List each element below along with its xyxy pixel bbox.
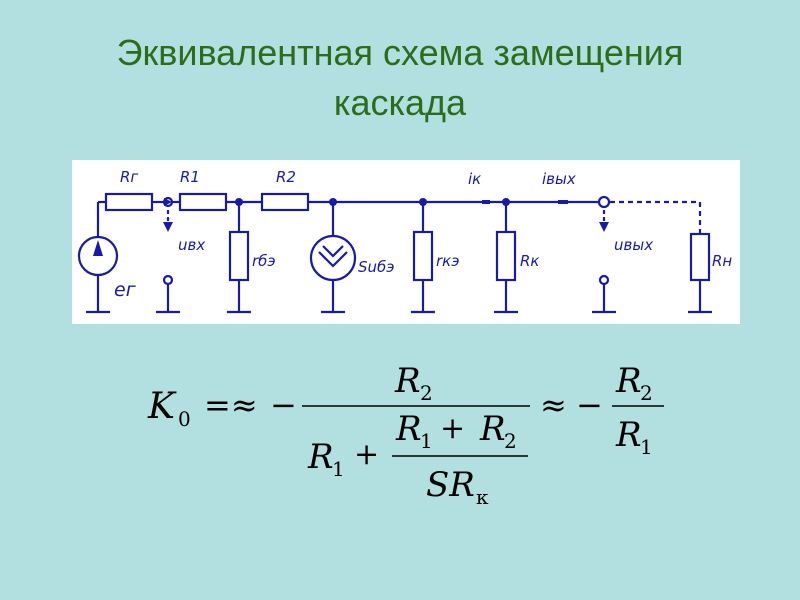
resistor-rbe bbox=[228, 230, 250, 282]
formula-den-r1: R bbox=[307, 437, 334, 477]
generator-arrow bbox=[93, 240, 103, 256]
circuit-diagram: Rг R1 R2 iк iвых uвх rбэ Suбэ rкэ Rк uвы… bbox=[72, 160, 740, 324]
formula-den-r1-sub: 1 bbox=[332, 457, 345, 481]
formula-minus-2: − bbox=[576, 386, 603, 424]
resistor-rk bbox=[495, 230, 517, 282]
formula-inner-r1-sub: 1 bbox=[420, 429, 433, 453]
formula-inner-den-sub: к bbox=[476, 485, 489, 509]
resistor-rke bbox=[412, 230, 434, 282]
resistor-r2 bbox=[260, 192, 310, 212]
formula-rhs-num: R bbox=[615, 361, 642, 401]
formula-num-r: R bbox=[394, 361, 421, 401]
formula-k-sub: 0 bbox=[178, 407, 191, 431]
node-rk bbox=[502, 198, 510, 206]
terminal-out-bottom bbox=[598, 274, 610, 286]
title-line-1: Эквивалентная схема замещения bbox=[116, 32, 684, 73]
resistor-rn bbox=[689, 232, 711, 282]
input-terminal-mark bbox=[164, 198, 172, 206]
formula-inner-den: SR bbox=[426, 465, 475, 505]
formula-inner-r2-sub: 2 bbox=[504, 429, 517, 453]
formula: K 0 =≈ − R 2 R 1 + R 1 + R 2 SR к ≈ − R … bbox=[140, 350, 680, 520]
label-uin: uвх bbox=[178, 236, 205, 254]
formula-rhs-den-sub: 1 bbox=[640, 435, 653, 459]
formula-num-r-sub: 2 bbox=[420, 381, 433, 405]
node-rbe bbox=[235, 198, 243, 206]
terminal-in-bottom bbox=[162, 274, 174, 286]
label-rk: Rк bbox=[520, 252, 539, 270]
formula-eq-approx: =≈ bbox=[204, 386, 258, 424]
current-source-circle bbox=[309, 234, 357, 282]
node-src bbox=[329, 198, 337, 206]
resistor-rg bbox=[104, 192, 154, 212]
u-out-arrow bbox=[599, 222, 609, 232]
label-uout: uвых bbox=[614, 236, 653, 254]
current-source-arrow-1 bbox=[318, 251, 348, 268]
formula-rhs-den: R bbox=[615, 415, 642, 455]
resistor-r1 bbox=[178, 192, 228, 212]
label-ik: iк bbox=[468, 170, 481, 188]
formula-inner-r2: R bbox=[479, 409, 506, 449]
formula-plus: + bbox=[354, 437, 379, 472]
label-rg: Rг bbox=[120, 168, 138, 186]
label-r1: R1 bbox=[180, 168, 200, 186]
label-subs: Suбэ bbox=[358, 258, 395, 276]
formula-rhs-num-sub: 2 bbox=[640, 381, 653, 405]
formula-inner-r1: R bbox=[395, 409, 422, 449]
formula-inner-plus: + bbox=[440, 411, 465, 446]
formula-svg: K 0 =≈ − R 2 R 1 + R 1 + R 2 SR к ≈ − R … bbox=[147, 361, 664, 509]
slide-title: Эквивалентная схема замещения каскада bbox=[0, 28, 800, 128]
label-eg: eг bbox=[114, 279, 137, 301]
label-r2: R2 bbox=[276, 168, 296, 186]
label-rn: Rн bbox=[712, 252, 732, 270]
u-in-arrow bbox=[163, 222, 173, 232]
label-iout: iвых bbox=[542, 170, 576, 188]
label-rke: rкэ bbox=[436, 252, 459, 270]
node-rke bbox=[419, 198, 427, 206]
formula-k: K bbox=[147, 386, 177, 427]
label-rbe: rбэ bbox=[252, 252, 276, 270]
circuit-svg: Rг R1 R2 iк iвых uвх rбэ Suбэ rкэ Rк uвы… bbox=[77, 168, 732, 314]
title-line-2: каскада bbox=[333, 82, 467, 123]
current-source-arrow-2 bbox=[322, 245, 344, 258]
formula-minus-1: − bbox=[270, 386, 297, 424]
terminal-out-top bbox=[597, 195, 611, 209]
formula-approx: ≈ bbox=[540, 386, 567, 424]
